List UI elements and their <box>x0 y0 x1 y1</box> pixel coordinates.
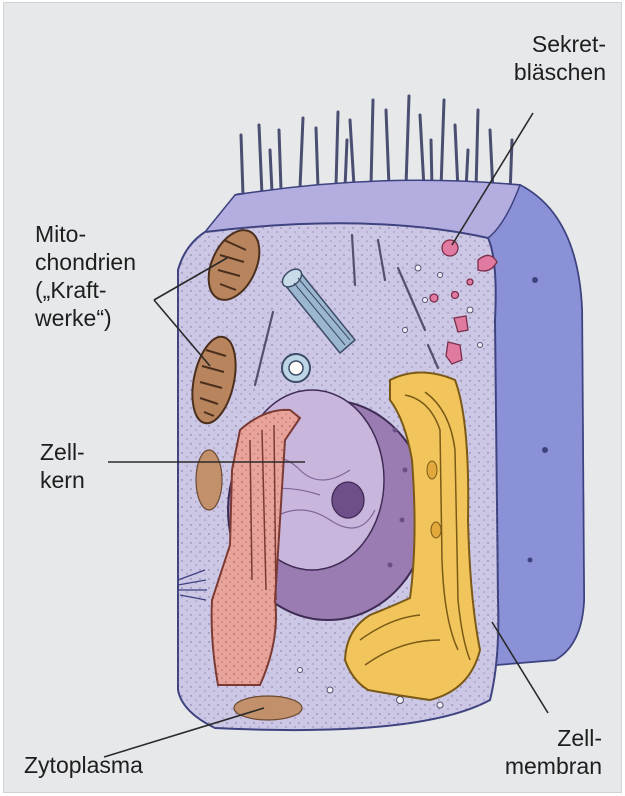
label-line: werke“) <box>35 304 136 332</box>
label-zellkern: Zell- kern <box>40 438 85 494</box>
label-line: kern <box>40 466 85 494</box>
label-line: Sekret- <box>470 30 606 58</box>
label-line: Mito- <box>35 220 136 248</box>
cilia <box>241 96 512 195</box>
label-line: Zell- <box>490 724 602 752</box>
label-sekretblaeschen: Sekret- bläschen <box>470 30 606 86</box>
label-line: Zytoplasma <box>24 751 143 779</box>
label-mitochondrien: Mito- chondrien („Kraft- werke“) <box>35 220 136 332</box>
label-line: Zell- <box>40 438 85 466</box>
nucleolus <box>332 482 364 518</box>
mitochondrion-side <box>196 450 222 510</box>
label-zytoplasma: Zytoplasma <box>24 751 143 779</box>
label-line: bläschen <box>470 58 606 86</box>
label-line: („Kraft- <box>35 276 136 304</box>
label-line: chondrien <box>35 248 136 276</box>
label-zellmembran: Zell- membran <box>490 724 602 780</box>
mitochondrion-bottom <box>234 696 302 720</box>
label-line: membran <box>490 752 602 780</box>
